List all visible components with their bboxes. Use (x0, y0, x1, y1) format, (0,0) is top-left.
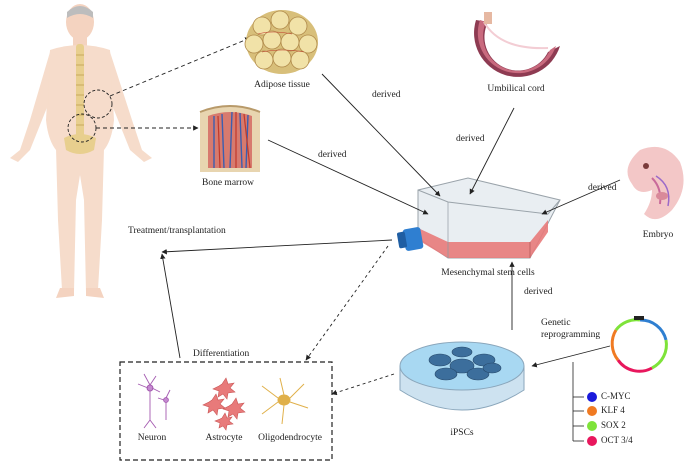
oligodendrocyte-illustration (261, 377, 309, 425)
neuron-label: Neuron (137, 433, 167, 443)
derived-label-adipose: derived (372, 90, 401, 100)
embryo-illustration (627, 146, 684, 220)
umbilical-cord-label: Umbilical cord (487, 84, 545, 94)
differentiation-box (119, 361, 333, 461)
spine-illustration (64, 44, 96, 154)
gene-label-sox2: SOX 2 (601, 420, 626, 430)
human-body-figure (10, 4, 152, 298)
arrow-plasmid-to-ipsc (531, 345, 611, 368)
adipose-tissue-label: Adipose tissue (254, 80, 310, 90)
arrow-body-to-adipose (109, 37, 251, 97)
derived-label-umbilical: derived (456, 134, 485, 144)
genetic-reprogramming-label-line1: Genetic (541, 318, 571, 328)
astrocyte-illustration (202, 377, 246, 431)
gene-label-oct34: OCT 3/4 (601, 435, 633, 445)
gene-dot-klf4 (587, 406, 597, 416)
arrow-embryo-to-msc (541, 179, 621, 215)
ipsc-label: iPSCs (450, 428, 474, 438)
ipsc-petri-dish-illustration (399, 341, 525, 411)
embryo-label: Embryo (642, 230, 674, 240)
adipose-tissue-illustration (244, 10, 318, 74)
gene-dot-oct34 (587, 436, 597, 446)
msc-label: Mesenchymal stem cells (441, 268, 535, 278)
differentiation-label: Differentiation (193, 349, 250, 359)
bone-marrow-illustration (199, 105, 261, 172)
gene-dot-c-myc (587, 392, 597, 402)
gene-label-klf4: KLF 4 (601, 405, 625, 415)
culture-flask-illustration (396, 177, 561, 259)
gene-label-c-myc: C-MYC (601, 391, 631, 401)
neuron-illustration (137, 373, 171, 429)
spine-highlight-circle (83, 89, 113, 119)
arrow-differentiation-to-treatment (160, 253, 181, 359)
treatment-label: Treatment/transplantation (128, 226, 226, 236)
arrow-ipsc-to-differentiation (331, 373, 395, 396)
bone-marrow-label: Bone marrow (202, 178, 254, 188)
arrow-bone-marrow-to-msc (267, 139, 429, 215)
gene-factor-bracket (572, 362, 584, 442)
arrow-msc-to-differentiation (305, 245, 389, 361)
derived-label-bone-marrow: derived (318, 150, 347, 160)
derived-label-ipsc: derived (524, 287, 553, 297)
arrow-adipose-to-msc (321, 73, 441, 197)
astrocyte-label: Astrocyte (205, 433, 243, 443)
derived-label-embryo: derived (588, 183, 617, 193)
arrow-umbilical-to-msc (469, 107, 515, 195)
genetic-reprogramming-label-line2: reprogramming (541, 330, 601, 340)
plasmid-illustration (610, 316, 668, 373)
arrow-msc-to-treatment (161, 239, 393, 255)
umbilical-cord-illustration (474, 12, 560, 77)
oligodendrocyte-label: Oligodendrocyte (258, 433, 322, 443)
gene-dot-sox2 (587, 421, 597, 431)
